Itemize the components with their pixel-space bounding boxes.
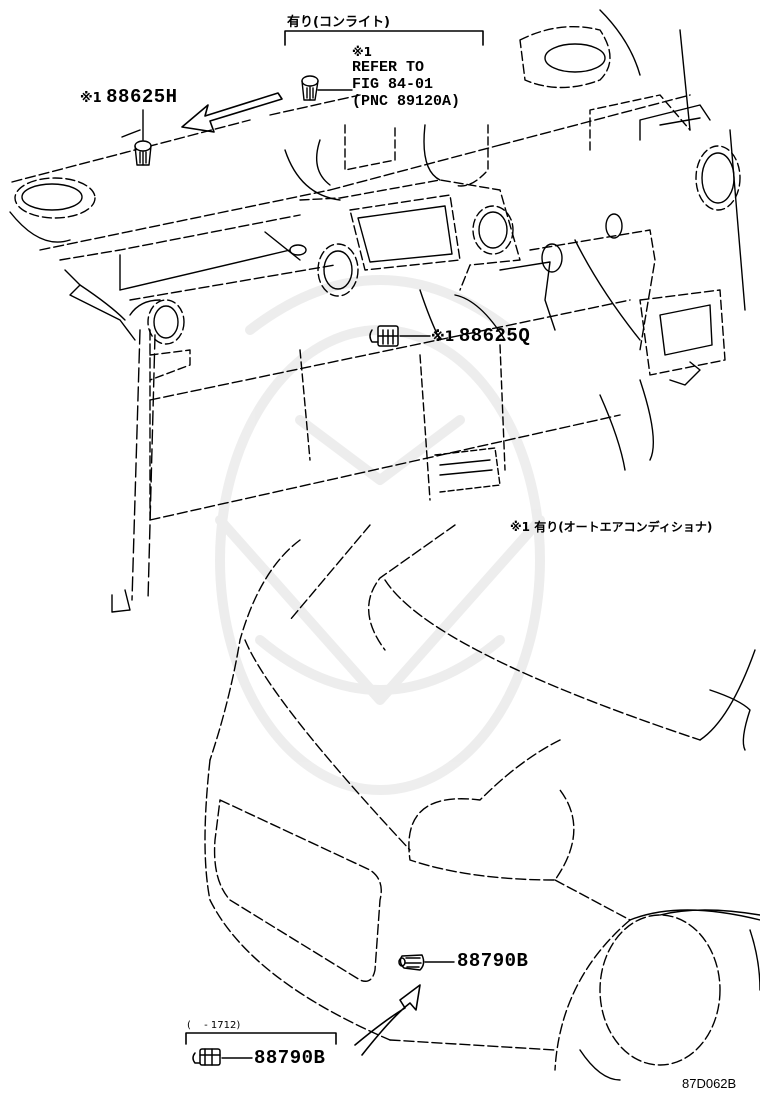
clip-icon-refer: [301, 75, 319, 101]
part-number-88625H[interactable]: 88625H: [106, 86, 178, 108]
group-label-1712: ( - 1712): [187, 1020, 241, 1031]
group-label-conlight: 有り(コンライト): [287, 15, 390, 30]
note-mark: ※1: [431, 329, 455, 345]
callout-refer-fig[interactable]: ※1 REFER TO FIG 84-01 (PNC 89120A): [352, 45, 460, 110]
direction-arrow-bottom: [354, 984, 421, 1056]
note-mark: ※1: [352, 45, 373, 59]
dashboard-drawing: [9, 9, 746, 613]
clip-icon-88625Q: [369, 325, 399, 347]
part-number-88790B-inset[interactable]: 88790B: [254, 1047, 326, 1069]
callout-88625Q[interactable]: ※1 88625Q: [431, 325, 530, 347]
note-mark: ※1: [80, 91, 102, 106]
clip-icon-88625H: [134, 140, 152, 166]
refer-line-1: REFER TO: [352, 59, 425, 76]
part-number-88790B[interactable]: 88790B: [457, 950, 529, 972]
refer-line-2: FIG 84-01: [352, 76, 434, 93]
callout-88790B-inset[interactable]: 88790B: [254, 1047, 325, 1069]
direction-arrow-top: [181, 92, 283, 133]
vehicle-front-drawing: [204, 524, 760, 1081]
bracket-conlight: [284, 30, 484, 46]
part-number-88625Q[interactable]: 88625Q: [458, 325, 531, 347]
clip-icon-88790B-main: [398, 954, 425, 971]
refer-line-3: (PNC 89120A): [352, 93, 461, 110]
bracket-1712: [185, 1032, 337, 1045]
figure-code: 87D062B: [682, 1076, 737, 1091]
callout-88625H[interactable]: ※1 88625H: [80, 86, 178, 108]
watermark-emblem: [215, 275, 545, 795]
clip-icon-88790B-inset: [192, 1048, 221, 1066]
footnote-auto-aircon: ※1 有り(オートエアコンディショナ): [510, 520, 713, 534]
callout-88790B-main[interactable]: 88790B: [457, 950, 528, 972]
